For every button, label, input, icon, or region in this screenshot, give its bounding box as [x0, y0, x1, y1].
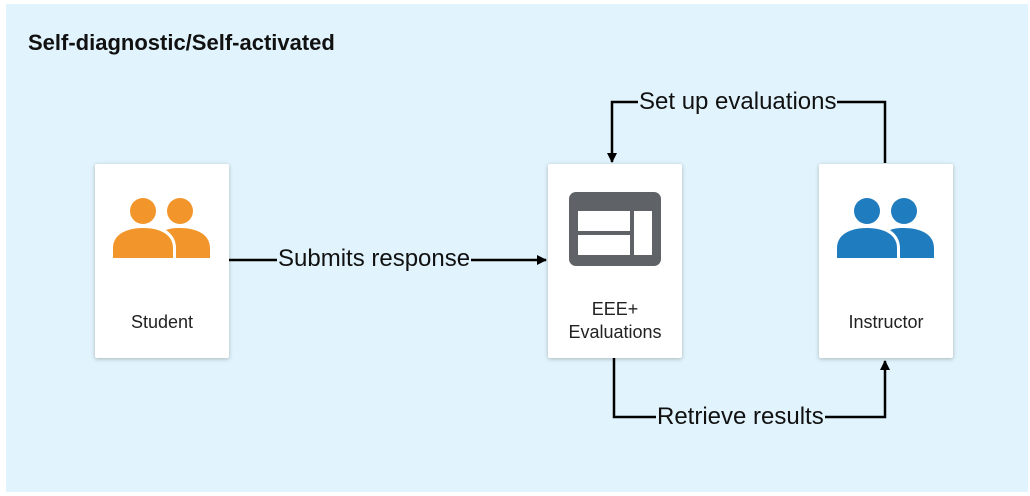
evaluations-node: EEE+ Evaluations	[548, 164, 682, 358]
student-label: Student	[130, 312, 194, 332]
student-node: Student	[95, 164, 229, 358]
evaluations-label-line1: EEE+	[591, 299, 639, 319]
people-icon	[113, 198, 210, 258]
instructor-label: Instructor	[848, 312, 924, 332]
window-layout-icon	[569, 192, 661, 266]
instructor-node: Instructor	[819, 164, 953, 358]
retrieve-label: Retrieve results	[656, 403, 825, 431]
submit-label: Submits response	[277, 245, 472, 273]
evaluations-label-line2: Evaluations	[568, 322, 662, 342]
diagram-title: Self-diagnostic/Self-activated	[28, 30, 335, 55]
setup-label: Set up evaluations	[638, 88, 838, 116]
people-icon	[837, 198, 934, 258]
